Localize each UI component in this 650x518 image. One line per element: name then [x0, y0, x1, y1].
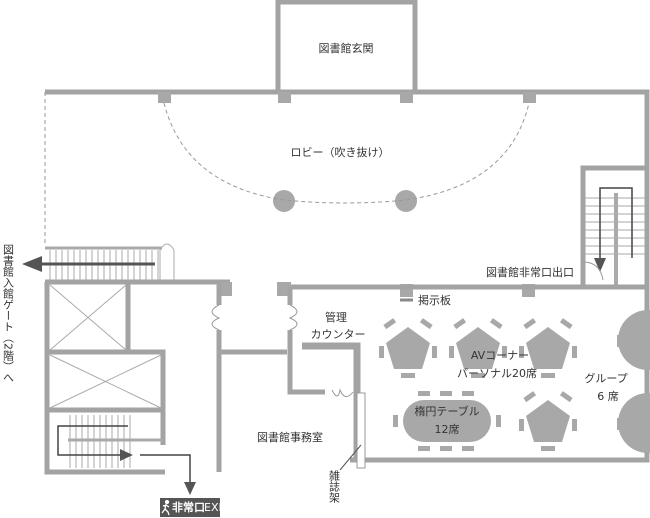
outer-wall — [45, 89, 650, 463]
exit-arrow-path — [57, 425, 128, 456]
emergency-exit-label: 図書館非常口出口 — [486, 265, 574, 279]
office-walls — [216, 282, 325, 472]
stair-rail — [614, 193, 618, 285]
counter-label-2: カウンター — [311, 328, 366, 341]
door-swing — [582, 261, 604, 281]
entrance-label: 図書館玄関 — [319, 41, 374, 55]
magazine-rack-label: 雑誌架 — [328, 469, 341, 503]
oval-table — [403, 400, 491, 442]
svg-text:非常口: 非常口 — [172, 500, 205, 514]
group-label-1: グループ — [584, 371, 627, 385]
core-walls — [44, 279, 230, 475]
elevator-shaft-marks — [49, 284, 162, 409]
pentagon-table — [519, 318, 577, 378]
exit-arrow-path — [140, 454, 191, 488]
group-table — [618, 393, 650, 453]
svg-text:EXIT: EXIT — [204, 501, 229, 514]
lobby-label: ロビー（吹き抜け） — [291, 145, 390, 159]
pentagon-table — [449, 318, 507, 378]
arrow-down-icon — [594, 258, 606, 272]
bulletin-board-label: 掲示板 — [418, 293, 451, 307]
av-label-2: パーソナル20席 — [457, 366, 537, 380]
stair-walls — [580, 165, 647, 285]
exit-sign: 非常口 EXIT — [160, 498, 229, 517]
arrow-left-icon — [22, 256, 42, 272]
group-table — [618, 310, 650, 370]
oval-label-1: 楕円テーブル — [414, 404, 479, 418]
arrow-down-icon — [184, 482, 196, 495]
pentagon-table — [519, 391, 577, 451]
entrance-walls — [275, 0, 418, 92]
arrow-right-icon — [120, 449, 133, 461]
oval-label-2: 12席 — [435, 422, 460, 436]
stair-arrow-path — [599, 187, 633, 262]
columns — [158, 92, 536, 297]
av-label-1: AVコーナー — [471, 349, 529, 362]
office-door — [331, 388, 354, 397]
leader-line — [339, 444, 362, 471]
gate-label: 図書館入館ゲート（2階）へ — [2, 244, 15, 383]
counter-label-1: 管理 — [325, 310, 347, 324]
magazine-rack — [356, 392, 366, 469]
lobby-atrium-outline — [163, 102, 530, 204]
group-label-2: 6 席 — [597, 389, 619, 403]
double-door — [211, 304, 298, 331]
pentagon-tables — [379, 310, 650, 453]
office-label: 図書館事務室 — [257, 430, 323, 444]
running-person-icon — [161, 499, 170, 516]
pentagon-table — [379, 318, 437, 378]
